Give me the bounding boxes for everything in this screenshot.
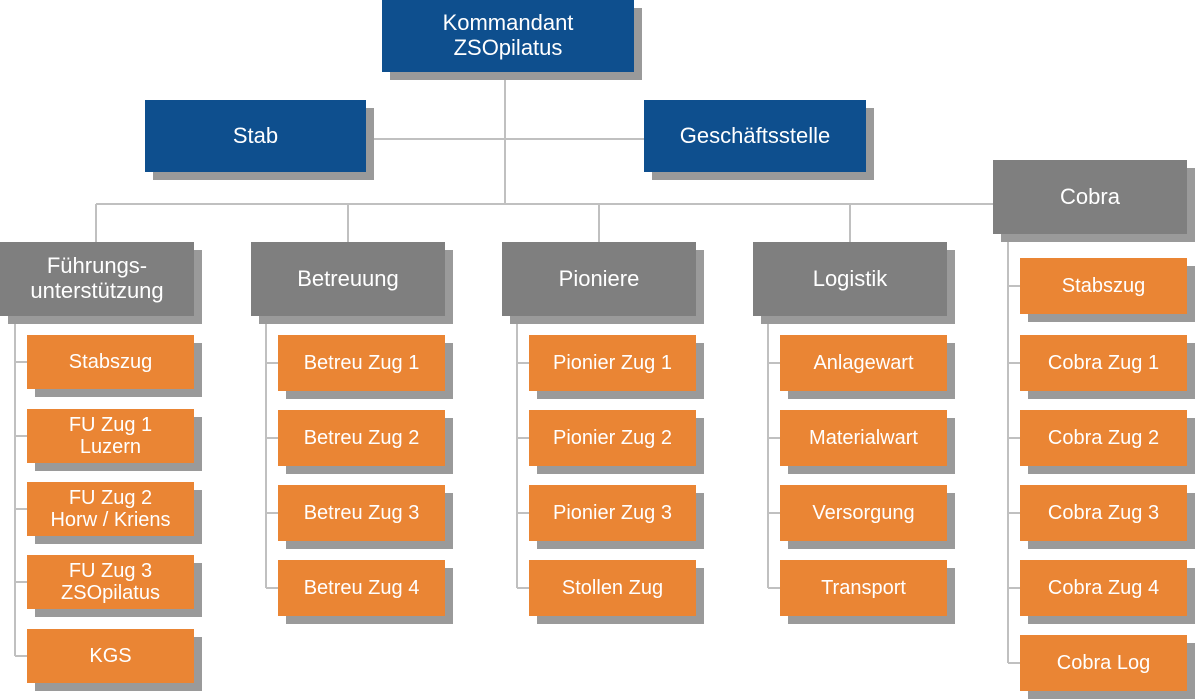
unit-fu-5: KGS: [27, 629, 194, 683]
dept-fu-box: Führungs- unterstützung: [0, 242, 194, 316]
unit-fu-1: Stabszug: [27, 335, 194, 389]
unit-betreuung-2: Betreu Zug 2: [278, 410, 445, 466]
unit-cobra-3: Cobra Zug 2: [1020, 410, 1187, 466]
unit-fu-3: FU Zug 2 Horw / Kriens: [27, 482, 194, 536]
unit-cobra-1: Stabszug: [1020, 258, 1187, 314]
commander-box: Kommandant ZSOpilatus: [382, 0, 634, 72]
unit-betreuung-3: Betreu Zug 3: [278, 485, 445, 541]
unit-logistik-2: Materialwart: [780, 410, 947, 466]
unit-cobra-2: Cobra Zug 1: [1020, 335, 1187, 391]
stab-box: Stab: [145, 100, 366, 172]
unit-pioniere-4: Stollen Zug: [529, 560, 696, 616]
dept-pioniere-box: Pioniere: [502, 242, 696, 316]
unit-pioniere-2: Pionier Zug 2: [529, 410, 696, 466]
unit-pioniere-3: Pionier Zug 3: [529, 485, 696, 541]
dept-logistik-box: Logistik: [753, 242, 947, 316]
unit-cobra-6: Cobra Log: [1020, 635, 1187, 691]
dept-betreuung-box: Betreuung: [251, 242, 445, 316]
unit-fu-4: FU Zug 3 ZSOpilatus: [27, 555, 194, 609]
geschaeftsstelle-box: Geschäftsstelle: [644, 100, 866, 172]
unit-pioniere-1: Pionier Zug 1: [529, 335, 696, 391]
unit-logistik-4: Transport: [780, 560, 947, 616]
dept-cobra-box: Cobra: [993, 160, 1187, 234]
unit-logistik-1: Anlagewart: [780, 335, 947, 391]
unit-betreuung-1: Betreu Zug 1: [278, 335, 445, 391]
unit-logistik-3: Versorgung: [780, 485, 947, 541]
unit-betreuung-4: Betreu Zug 4: [278, 560, 445, 616]
unit-cobra-4: Cobra Zug 3: [1020, 485, 1187, 541]
unit-cobra-5: Cobra Zug 4: [1020, 560, 1187, 616]
unit-fu-2: FU Zug 1 Luzern: [27, 409, 194, 463]
